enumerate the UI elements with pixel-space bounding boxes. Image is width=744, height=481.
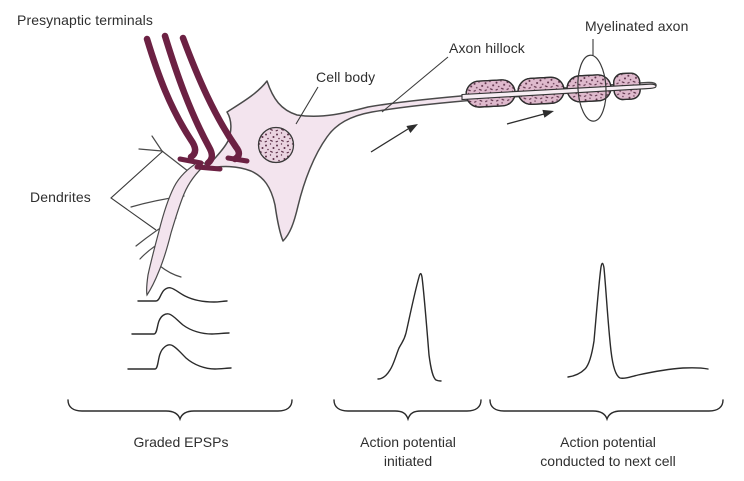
dendrites-label: Dendrites — [30, 189, 91, 205]
ap-conducted-caption: Action potential conducted to next cell — [504, 433, 712, 471]
ap-initiated-caption: Action potential initiated — [326, 433, 490, 471]
terminal-fiber — [143, 35, 199, 161]
terminal-bouton — [177, 156, 204, 166]
dendrites — [130, 135, 208, 297]
presynaptic-terminals-label: Presynaptic terminals — [17, 12, 153, 28]
graded-epsps-caption: Graded EPSPs — [133, 434, 229, 450]
node-highlight-ellipse — [577, 54, 607, 122]
nucleus — [257, 126, 295, 164]
cell-body-pointer-line — [295, 86, 319, 125]
terminal-fiber — [161, 32, 216, 167]
cell-body-label: Cell body — [316, 69, 376, 85]
ap-conducted-caption-line1: Action potential — [560, 434, 656, 450]
conduction-arrow — [370, 124, 418, 153]
action-potential-conducted-trace — [567, 262, 709, 379]
terminal-bouton — [194, 164, 223, 172]
epsp-trace-2 — [131, 313, 230, 335]
dendrite-trunk — [145, 160, 208, 297]
ap-conducted-caption-line2: conducted to next cell — [540, 453, 676, 469]
epsp-trace-1 — [137, 287, 228, 303]
conduction-arrow — [506, 109, 554, 125]
epsp-trace-3 — [127, 344, 232, 370]
brace-ap-conducted — [489, 399, 724, 422]
dendrites-pointer-line — [110, 150, 164, 231]
dendrite-branch — [138, 135, 194, 176]
brace-graded-epsps — [67, 399, 293, 422]
axon-line — [461, 83, 657, 101]
terminal-fiber — [179, 34, 243, 163]
brace-ap-initiated — [333, 399, 482, 422]
action-potential-initiated-trace — [377, 272, 442, 382]
myelinated-axon-label: Myelinated axon — [585, 18, 689, 34]
terminal-bouton — [225, 155, 250, 164]
axon-hillock-label: Axon hillock — [449, 40, 525, 56]
dendrite-branch — [159, 265, 182, 278]
presynaptic-terminal-fibers — [143, 32, 250, 172]
axon-hillock-pointer-line — [381, 56, 449, 113]
ap-initiated-caption-line2: initiated — [383, 453, 433, 469]
ap-initiated-caption-line1: Action potential — [360, 434, 456, 450]
